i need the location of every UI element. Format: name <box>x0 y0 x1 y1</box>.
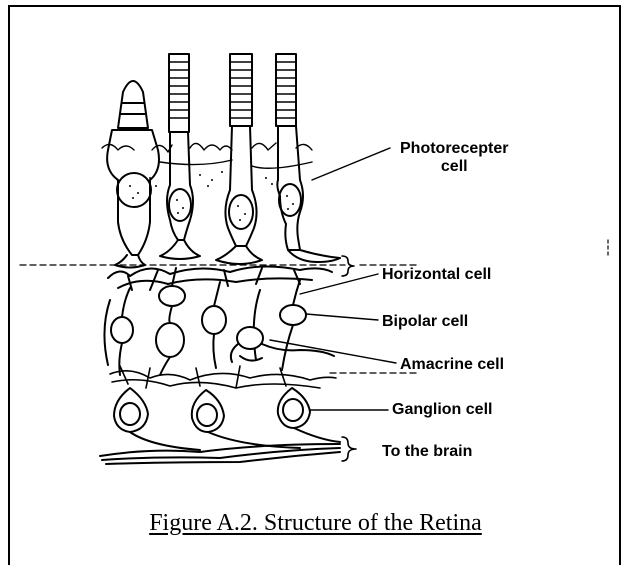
amacrine-cell <box>231 327 334 362</box>
bipolar-cells <box>104 268 306 375</box>
inner-plexiform-layer <box>110 366 336 388</box>
amacrine-cell-label: Amacrine cell <box>400 356 504 374</box>
braces <box>342 256 356 461</box>
ganglion-cell-label: Ganglion cell <box>392 401 492 419</box>
stipple-dots <box>129 171 294 221</box>
cone-outer-segment <box>118 81 148 128</box>
optic-nerve-fibers <box>100 444 340 464</box>
photoreceptor-label-line2: cell <box>400 158 508 176</box>
horizontal-cell-label: Horizontal cell <box>382 266 491 284</box>
rod-cells <box>160 126 340 264</box>
ganglion-cells <box>114 388 340 450</box>
photoreceptor-label-line1: Photorecepter <box>400 140 508 158</box>
brain-label: To the brain <box>382 443 472 461</box>
rod-outer-segments <box>169 54 296 132</box>
photoreceptor-label: Photorecepter cell <box>400 140 508 176</box>
bipolar-cell-label: Bipolar cell <box>382 313 468 331</box>
figure-caption: Figure A.2. Structure of the Retina <box>0 510 631 537</box>
